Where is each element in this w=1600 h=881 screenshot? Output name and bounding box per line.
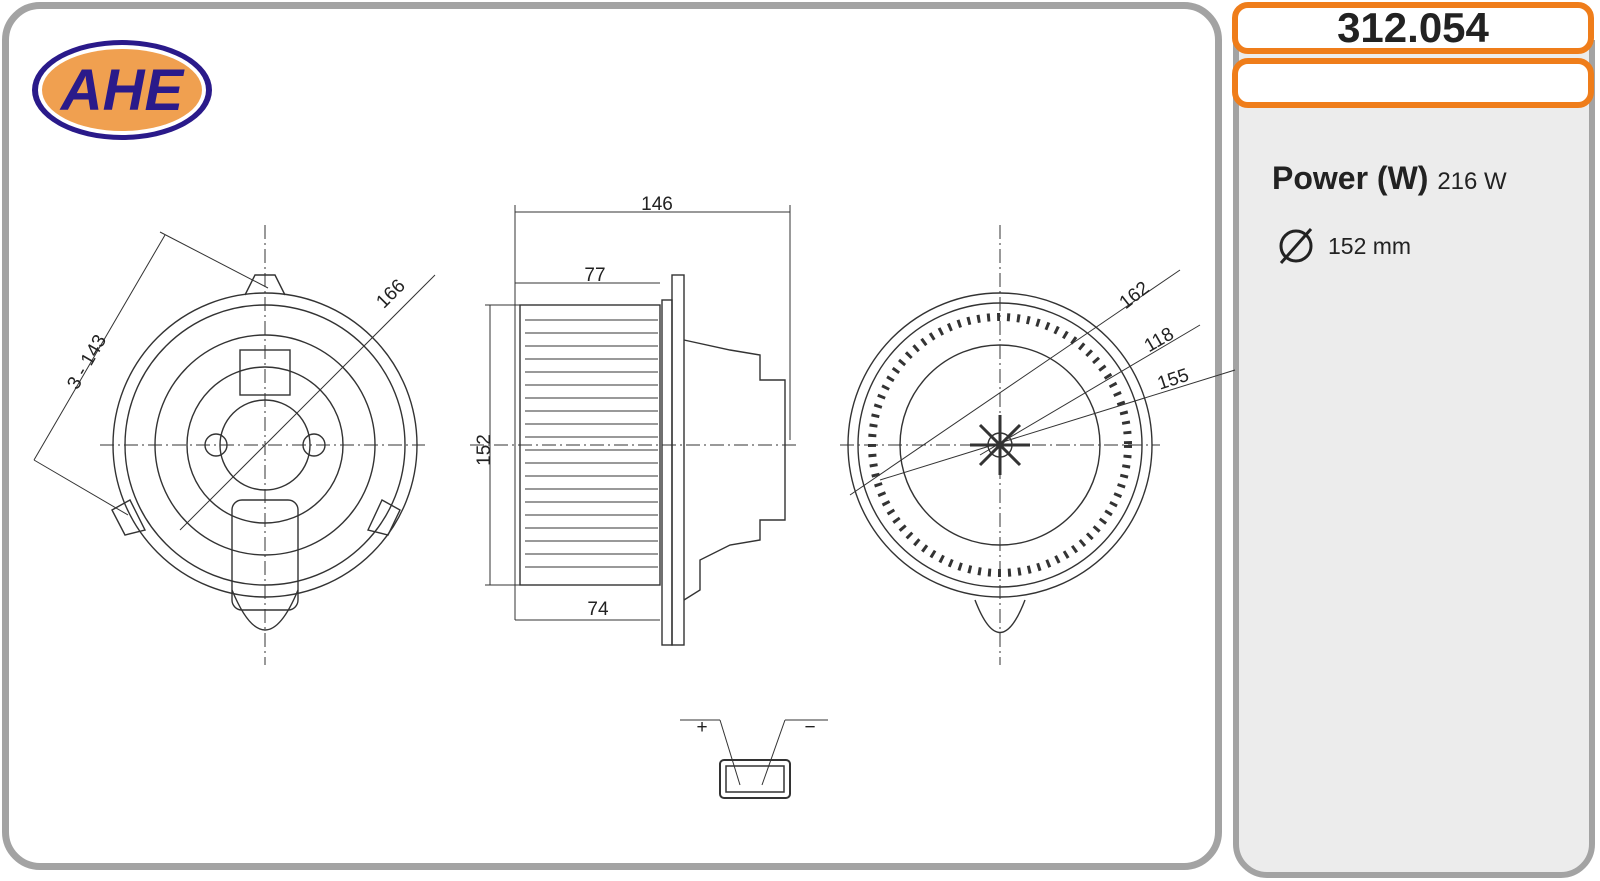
drawing-panel (2, 2, 1222, 870)
rear-view (840, 225, 1236, 665)
dim-fan-length: 77 (584, 265, 605, 286)
dim-bolt-circle: 3 - 143 (63, 331, 111, 393)
diameter-icon (1279, 228, 1313, 264)
part-number: 312.054 (1232, 2, 1594, 54)
power-label: Power (W) (1272, 160, 1429, 196)
svg-text:AHE: AHE (59, 58, 186, 123)
side-view (470, 205, 800, 646)
dim-height: 152 (474, 434, 495, 466)
connector-plus: + (696, 717, 707, 738)
connector-diagram (680, 719, 828, 799)
dim-front-outer: 166 (372, 275, 409, 312)
power-spec: Power (W) 216 W (1272, 160, 1507, 197)
ahe-logo: AHE (32, 40, 212, 140)
dim-total-length: 146 (641, 194, 673, 215)
blank-field (1232, 58, 1594, 108)
front-view (33, 225, 436, 665)
diameter-spec: 152 mm (1276, 226, 1411, 266)
dim-rear-mid: 155 (1155, 365, 1192, 395)
spec-panel (1233, 40, 1595, 878)
power-value: 216 W (1437, 168, 1507, 195)
connector-minus: − (804, 717, 815, 738)
dim-fan-bottom: 74 (587, 599, 609, 620)
dim-rear-outer: 162 (1116, 278, 1154, 314)
diameter-value: 152 mm (1328, 232, 1412, 259)
dim-rear-inner: 118 (1141, 324, 1178, 357)
